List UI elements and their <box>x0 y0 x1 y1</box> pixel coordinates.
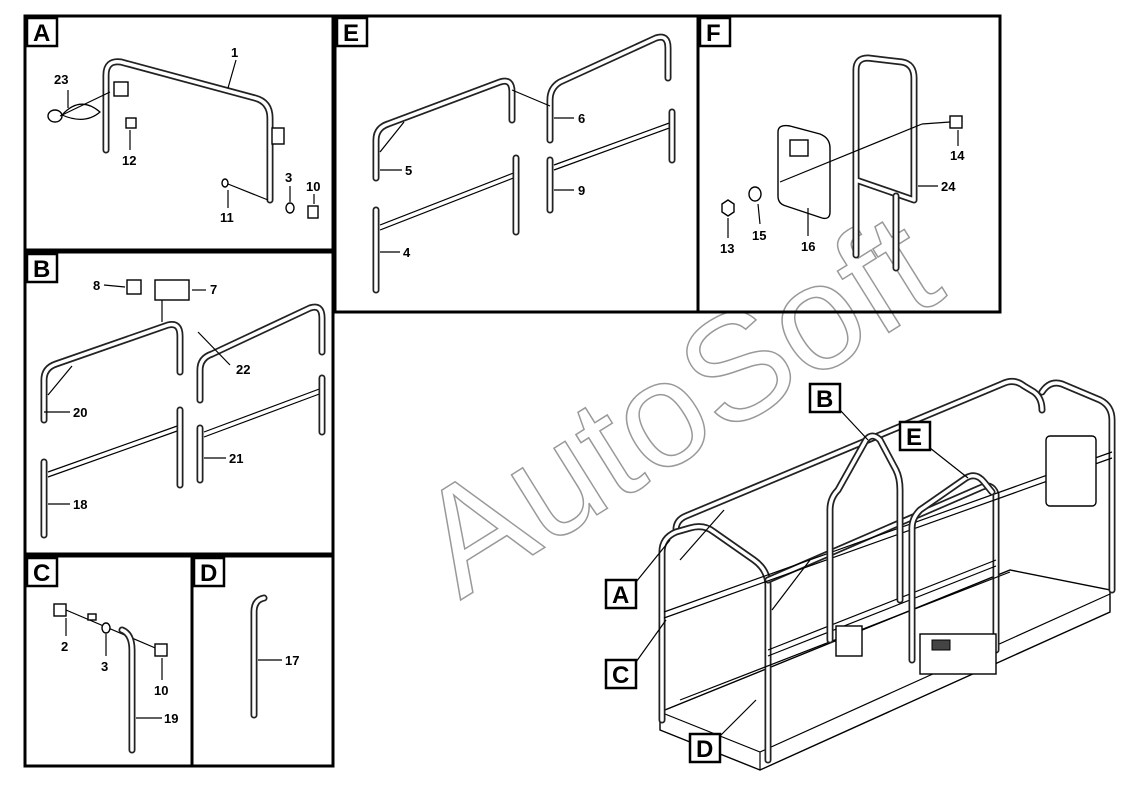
part-label-12: 12 <box>122 153 136 168</box>
part-label-13: 13 <box>720 241 734 256</box>
part-label-10b: 10 <box>154 683 168 698</box>
part-label-19: 19 <box>164 711 178 726</box>
watermark-text: AutoSoft <box>388 180 965 627</box>
platform-assembly <box>658 377 1116 771</box>
part-label-20: 20 <box>73 405 87 420</box>
part-label-4: 4 <box>403 245 411 260</box>
part-label-11: 11 <box>220 210 234 225</box>
panel-f-letter: F <box>706 20 721 47</box>
panel-c: C 2 3 10 19 <box>23 554 194 768</box>
panel-a-letter: A <box>33 20 50 47</box>
part-label-18: 18 <box>73 497 87 512</box>
panel-b: B 8 7 22 20 21 1 <box>23 250 335 556</box>
callout-e: E <box>898 420 969 479</box>
part-label-14: 14 <box>950 148 965 163</box>
part-label-17: 17 <box>285 653 299 668</box>
callout-a: A <box>604 539 671 610</box>
callout-a-letter: A <box>612 582 629 609</box>
panel-a: A 1 23 12 3 10 11 <box>23 14 335 252</box>
panel-d-letter: D <box>200 560 217 587</box>
part-label-15: 15 <box>752 228 766 243</box>
callout-c-letter: C <box>612 662 629 689</box>
callout-d: D <box>688 699 757 764</box>
part-label-1: 1 <box>231 45 238 60</box>
panel-e-letter: E <box>343 20 359 47</box>
part-label-2: 2 <box>61 639 68 654</box>
part-label-23: 23 <box>54 72 68 87</box>
part-label-9: 9 <box>578 183 585 198</box>
part-label-7: 7 <box>210 282 217 297</box>
panel-e: E 6 5 9 4 <box>333 14 700 314</box>
part-label-16: 16 <box>801 239 815 254</box>
part-label-10: 10 <box>306 179 320 194</box>
part-label-5: 5 <box>405 163 412 178</box>
part-label-24: 24 <box>941 179 956 194</box>
panel-c-letter: C <box>33 560 50 587</box>
callout-e-letter: E <box>906 424 922 451</box>
callout-b: B <box>808 382 869 441</box>
panel-f: F 14 24 13 15 16 <box>696 14 1002 314</box>
part-label-8: 8 <box>93 278 100 293</box>
part-label-3b: 3 <box>101 659 108 674</box>
callout-b-letter: B <box>816 386 833 413</box>
panel-d: D 17 <box>190 554 335 768</box>
callout-d-letter: D <box>696 736 713 763</box>
callout-c: C <box>604 619 667 690</box>
part-label-22: 22 <box>236 362 250 377</box>
panel-b-letter: B <box>33 256 50 283</box>
part-label-3: 3 <box>285 170 292 185</box>
part-label-6: 6 <box>578 111 585 126</box>
part-label-21: 21 <box>229 451 243 466</box>
